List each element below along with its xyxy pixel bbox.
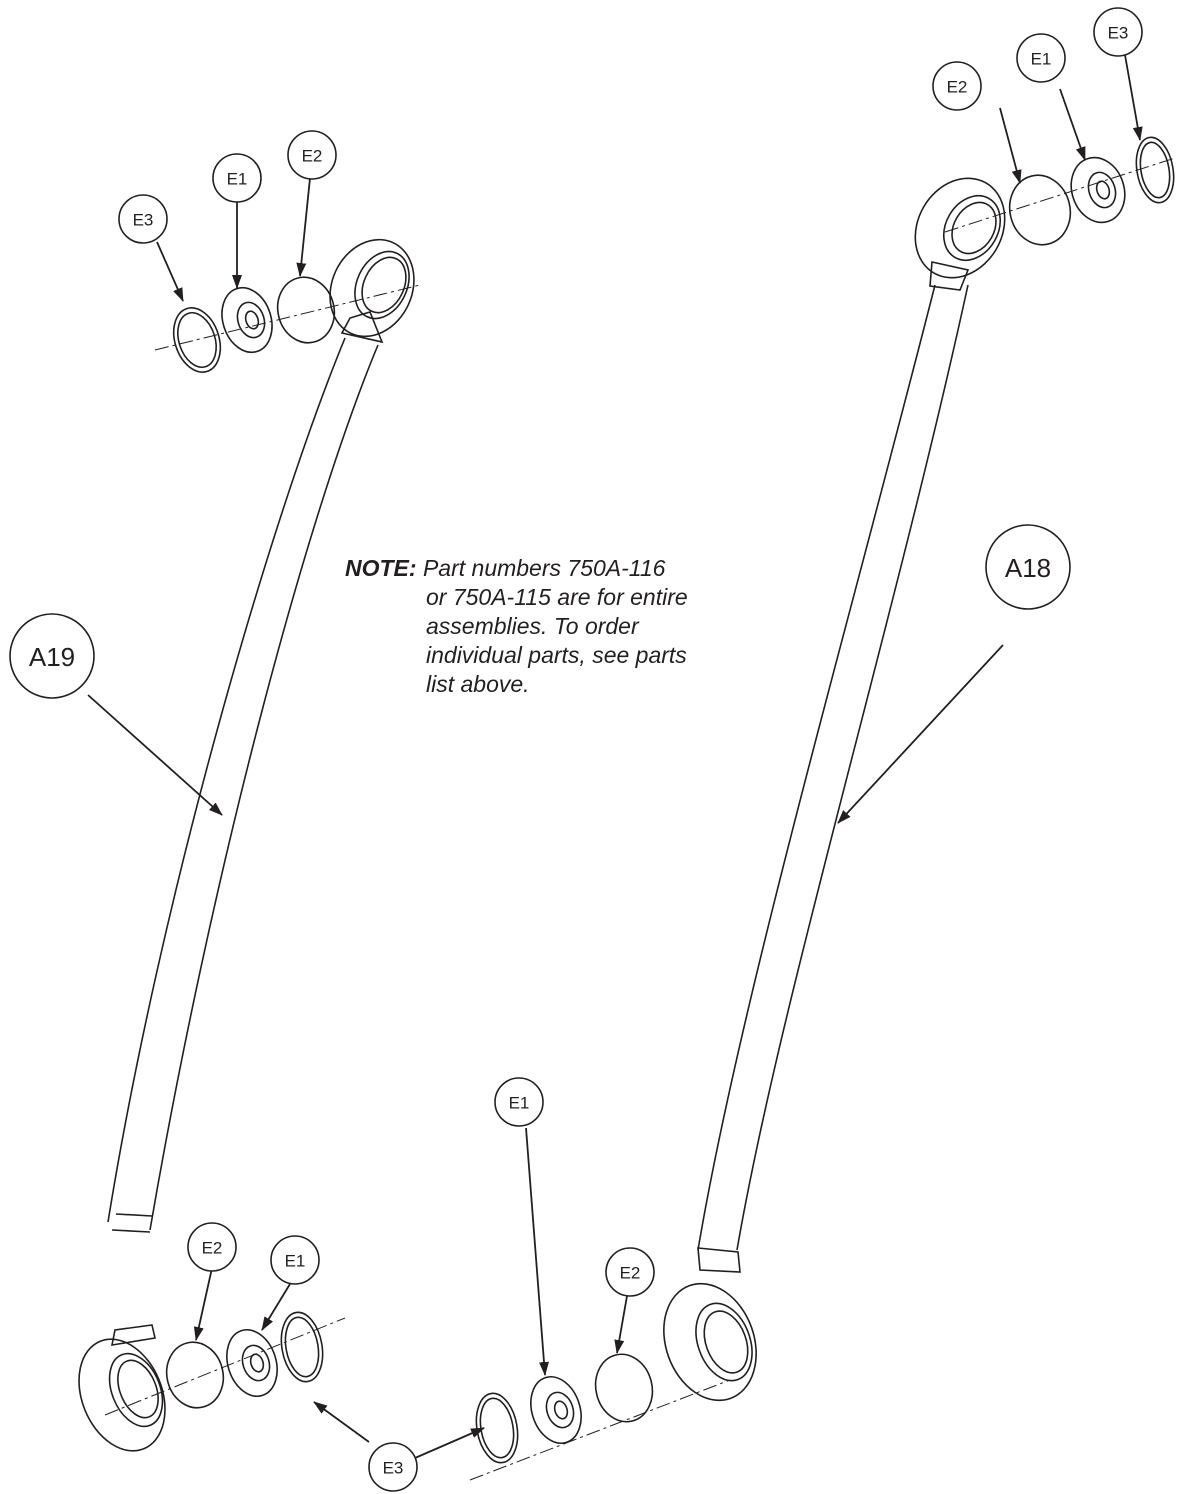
bottom-middle-hardware	[475, 1353, 654, 1464]
callout-e2-bottom-left: E2	[202, 1239, 223, 1258]
callout-a19: A19	[29, 642, 75, 672]
callout-e3-top-left: E3	[133, 211, 154, 230]
note-line-4: individual parts, see parts	[426, 642, 687, 668]
note-line-1: NOTE: Part numbers 750A-116	[345, 555, 666, 581]
note-line-3: assemblies. To order	[426, 613, 639, 639]
note-line-5: list above.	[426, 671, 530, 697]
callout-e3-top-right: E3	[1108, 24, 1129, 43]
note-line-2: or 750A-115 are for entire	[426, 584, 688, 610]
bottom-left-hardware	[165, 1311, 324, 1409]
callout-e2-top-right: E2	[947, 78, 968, 97]
callout-a19-bubble	[9, 613, 95, 699]
callout-e1-top-left: E1	[227, 170, 248, 189]
top-right-hardware	[1008, 136, 1175, 246]
note-label: NOTE:	[345, 555, 417, 581]
callout-e2-top-left: E2	[302, 147, 323, 166]
callout-e1-bottom-left: E1	[285, 1252, 306, 1271]
callout-e1-top-right: E1	[1031, 50, 1052, 69]
callout-a18-bubble	[985, 524, 1071, 610]
note-text-block: NOTE: Part numbers 750A-116 or 750A-115 …	[345, 554, 765, 699]
callout-e1-bottom-middle: E1	[509, 1094, 530, 1113]
callout-a18: A18	[1005, 553, 1051, 583]
tie-rod-a18	[663, 177, 1006, 1402]
callout-e3-bottom: E3	[383, 1459, 404, 1478]
tie-rod-a19	[78, 238, 415, 1452]
callout-e2-bottom-middle: E2	[620, 1264, 641, 1283]
top-left-hardware	[172, 276, 336, 373]
